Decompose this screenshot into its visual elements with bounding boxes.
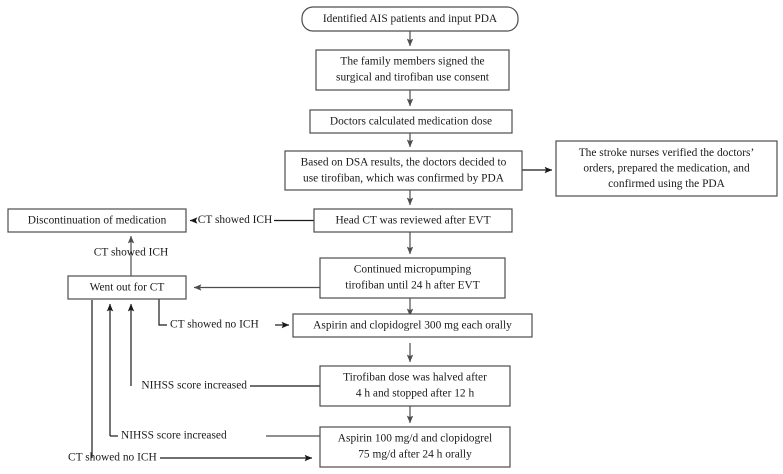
node-aspirin-clopidogrel-300-label-0: Aspirin and clopidogrel 300 mg each oral… — [313, 320, 512, 332]
node-head-ct[interactable]: Head CT was reviewed after EVT — [313, 208, 513, 233]
edge-label-nihss-score-increased-low: NIHSS score increased — [121, 430, 227, 442]
node-head-ct-label-0: Head CT was reviewed after EVT — [335, 215, 490, 227]
node-aspirin-100-clopidogrel-75[interactable]: Aspirin 100 mg/d and clopidogrel 75 mg/d… — [319, 426, 511, 468]
node-start-label-0: Identified AIS patients and input PDA — [323, 13, 498, 25]
edge-label-nihss-score-increased-mid: NIHSS score increased — [141, 380, 247, 392]
node-micropumping-label-1: tirofiban until 24 h after EVT — [345, 280, 479, 292]
node-discontinuation[interactable]: Discontinuation of medication — [7, 208, 187, 233]
node-went-out-for-ct-label-0: Went out for CT — [90, 282, 165, 294]
node-micropumping-shape — [319, 257, 506, 299]
node-stroke-nurses-label-2: confirmed using the PDA — [608, 178, 726, 190]
edge-label-layer: CT showed ICH CT showed ICH CT showed no… — [68, 214, 272, 464]
node-dsa-label-1: use tirofiban, which was confirmed by PD… — [303, 173, 505, 185]
node-consent-shape — [315, 49, 510, 91]
node-aspirin-clopidogrel-300-shape — [292, 313, 533, 338]
node-tirofiban-halved-label-1: 4 h and stopped after 12 h — [356, 388, 475, 400]
node-dose[interactable]: Doctors calculated medication dose — [309, 109, 513, 134]
node-tirofiban-halved[interactable]: Tirofiban dose was halved after 4 h and … — [319, 365, 511, 407]
node-dsa-shape — [284, 150, 523, 191]
node-start-shape — [301, 6, 519, 32]
node-discontinuation-shape — [7, 208, 187, 233]
node-aspirin-100-clopidogrel-75-label-1: 75 mg/d after 24 h orally — [358, 449, 472, 461]
node-went-out-for-ct-shape — [67, 275, 187, 300]
node-micropumping[interactable]: Continued micropumping tirofiban until 2… — [319, 257, 506, 299]
node-dsa-label-0: Based on DSA results, the doctors decide… — [301, 157, 507, 169]
node-consent-label-1: surgical and tirofiban use consent — [336, 72, 490, 84]
node-aspirin-100-clopidogrel-75-shape — [319, 426, 511, 468]
node-discontinuation-label-0: Discontinuation of medication — [28, 215, 167, 227]
node-dsa[interactable]: Based on DSA results, the doctors decide… — [284, 150, 523, 191]
node-stroke-nurses-label-0: The stroke nurses verified the doctors’ — [579, 147, 755, 159]
edge-label-ct-showed-ich-left: CT showed ICH — [94, 247, 168, 259]
node-went-out-for-ct[interactable]: Went out for CT — [67, 275, 187, 300]
edge-wentout-no-ich-elbow — [158, 299, 167, 326]
node-stroke-nurses[interactable]: The stroke nurses verified the doctors’ … — [555, 140, 778, 197]
node-layer: Identified AIS patients and input PDA Th… — [7, 6, 778, 468]
node-aspirin-100-clopidogrel-75-label-0: Aspirin 100 mg/d and clopidogrel — [338, 433, 492, 445]
node-stroke-nurses-label-1: orders, prepared the medication, and — [583, 163, 750, 175]
node-consent-label-0: The family members signed the — [340, 56, 484, 68]
node-start[interactable]: Identified AIS patients and input PDA — [301, 6, 519, 32]
node-dose-label-0: Doctors calculated medication dose — [330, 116, 492, 128]
edge-label-ct-showed-no-ich-mid: CT showed no ICH — [170, 319, 259, 331]
node-micropumping-label-0: Continued micropumping — [354, 264, 472, 276]
node-tirofiban-halved-label-0: Tirofiban dose was halved after — [343, 372, 487, 384]
edge-label-ct-showed-ich-top: CT showed ICH — [198, 214, 272, 226]
connector-layer — [91, 31, 553, 462]
node-dose-shape — [309, 109, 513, 134]
edge-label-ct-showed-no-ich-bottom: CT showed no ICH — [68, 452, 157, 464]
node-stroke-nurses-shape — [555, 140, 778, 197]
node-aspirin-clopidogrel-300[interactable]: Aspirin and clopidogrel 300 mg each oral… — [292, 313, 533, 338]
node-head-ct-shape — [313, 208, 513, 233]
node-consent[interactable]: The family members signed the surgical a… — [315, 49, 510, 91]
node-tirofiban-halved-shape — [319, 365, 511, 407]
